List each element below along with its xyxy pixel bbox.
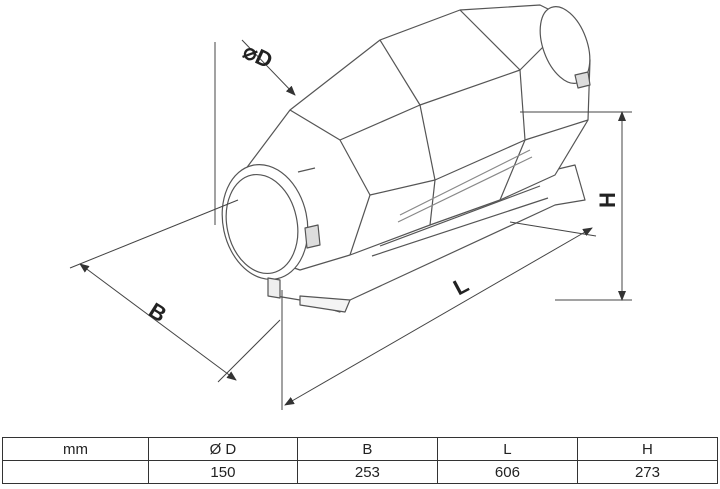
label-width: B bbox=[144, 298, 171, 328]
unit-cell: mm bbox=[2, 437, 149, 461]
value-height: 273 bbox=[576, 460, 719, 484]
dimension-table: mm Ø D B L H 150 253 606 273 bbox=[2, 437, 719, 484]
header-height: H bbox=[576, 437, 719, 461]
dimension-lines bbox=[69, 39, 632, 410]
value-width: 253 bbox=[296, 460, 438, 484]
value-length: 606 bbox=[436, 460, 578, 484]
label-length: L bbox=[449, 272, 473, 300]
table-value-row: 150 253 606 273 bbox=[2, 460, 719, 484]
label-height: H bbox=[595, 192, 620, 208]
value-diameter: 150 bbox=[148, 460, 298, 484]
table-header-row: mm Ø D B L H bbox=[2, 437, 719, 461]
header-length: L bbox=[436, 437, 578, 461]
fan-dimension-drawing: ⌀D H B L bbox=[69, 4, 632, 410]
header-diameter: Ø D bbox=[148, 437, 298, 461]
empty-cell bbox=[2, 460, 149, 484]
header-width: B bbox=[296, 437, 438, 461]
